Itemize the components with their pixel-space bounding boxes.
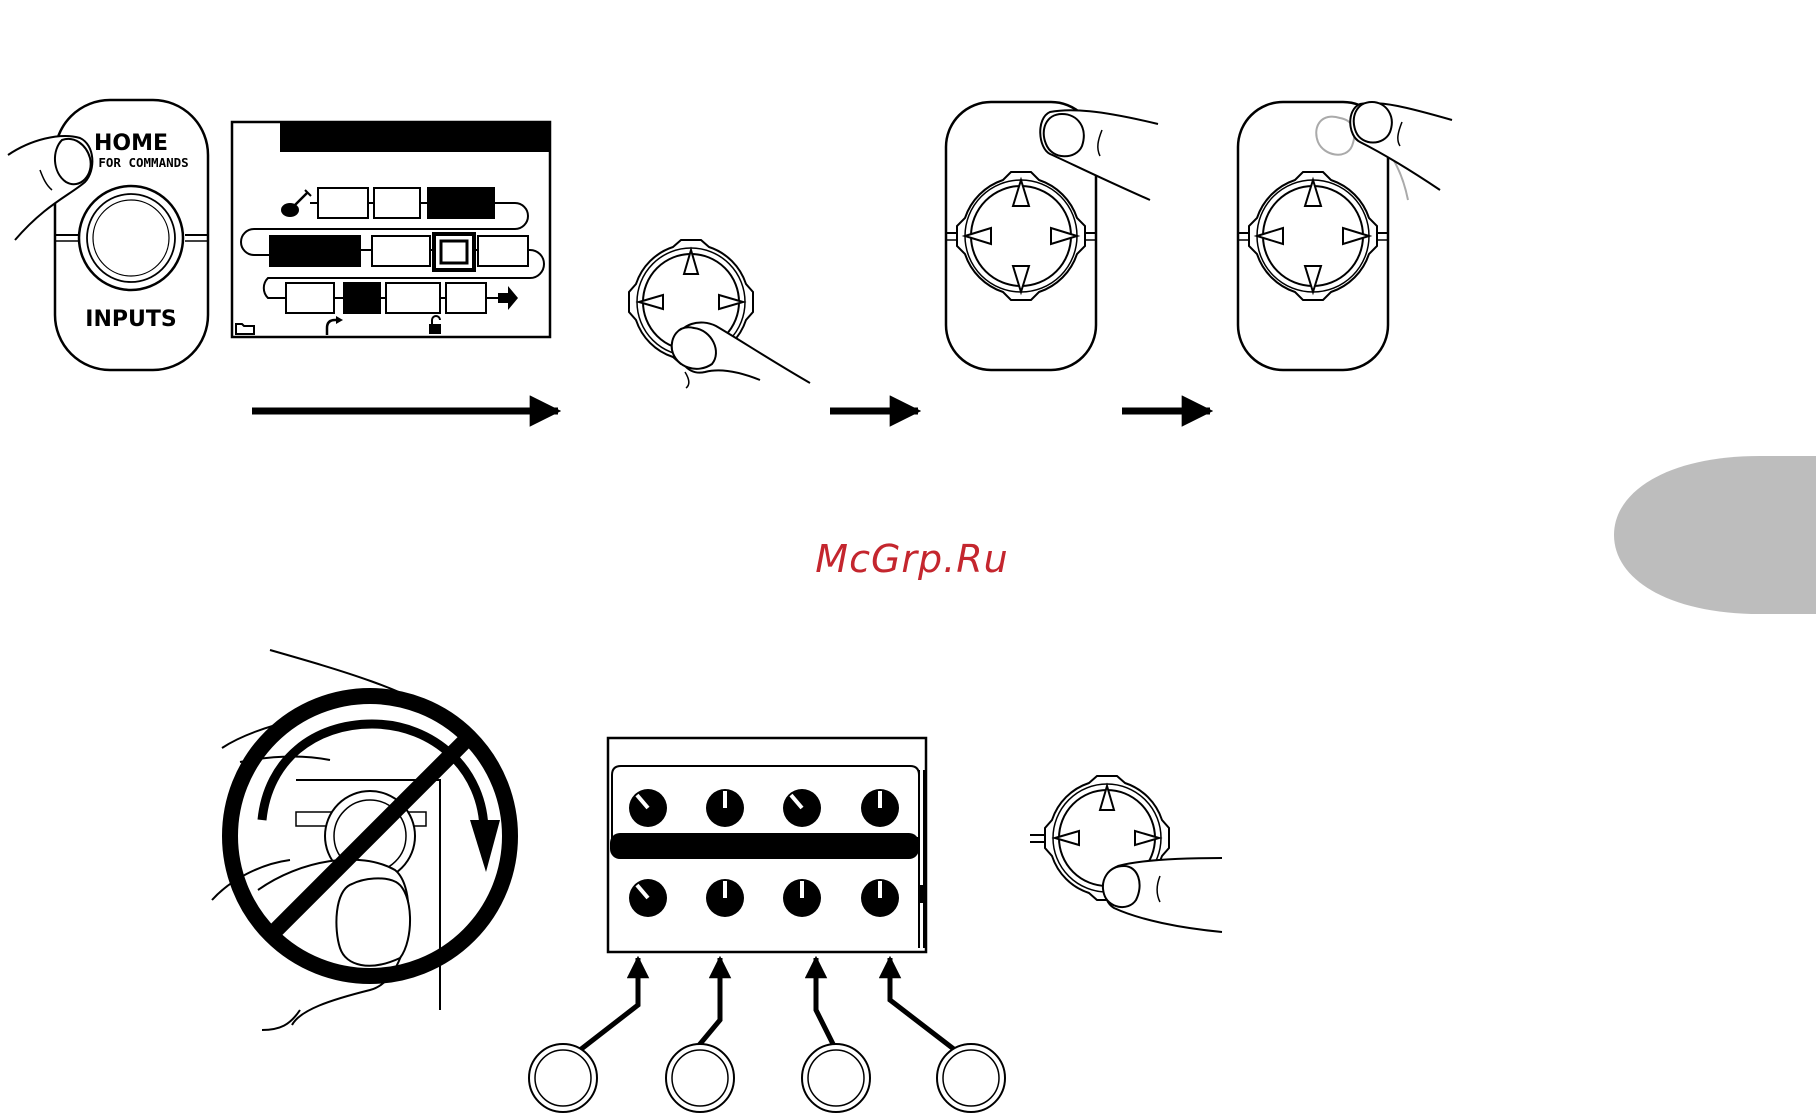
chain-block-selected[interactable] (428, 188, 494, 218)
chain-block[interactable] (286, 283, 334, 313)
lcd-title-bar (280, 122, 550, 152)
chain-block[interactable] (318, 188, 368, 218)
nav-pad-press[interactable] (629, 240, 810, 388)
encoder-knob-icon[interactable] (802, 1044, 870, 1112)
encoder-knob-icon[interactable] (937, 1044, 1005, 1112)
home-inputs-button-panel: HOME D FOR COMMANDS INPUTS (8, 100, 208, 370)
nav-pad-panel-up (946, 102, 1158, 370)
nav-pad-panel-release (1238, 102, 1452, 370)
home-knob-icon[interactable] (79, 186, 183, 290)
lcd-screen (232, 122, 550, 337)
prohibited-rotate-illustration (212, 650, 510, 1030)
chain-block[interactable] (386, 283, 440, 313)
encoder-knob-icon[interactable] (666, 1044, 734, 1112)
home-title: HOME (94, 131, 168, 156)
encoder-pointer-arrows (580, 958, 955, 1050)
parameter-knob-icon[interactable] (783, 879, 821, 917)
chain-block[interactable] (478, 236, 528, 266)
chain-block[interactable] (372, 236, 430, 266)
parameter-knob-icon[interactable] (861, 879, 899, 917)
chapter-tab (1614, 456, 1816, 614)
parameter-knob-icon[interactable] (629, 879, 667, 917)
parameter-knob-icon[interactable] (629, 789, 667, 827)
nav-pad-press-down[interactable] (1030, 776, 1222, 932)
encoder-row (529, 1044, 1005, 1112)
parameter-knob-icon[interactable] (861, 789, 899, 827)
home-subtitle: D FOR COMMANDS (83, 155, 188, 170)
parameter-knob-icon[interactable] (706, 789, 744, 827)
chain-block[interactable] (374, 188, 420, 218)
chain-block[interactable] (446, 283, 486, 313)
inputs-label: INPUTS (85, 307, 176, 332)
parameter-knob-icon[interactable] (783, 789, 821, 827)
watermark: McGrp.Ru (815, 537, 1008, 581)
encoder-knob-icon[interactable] (529, 1044, 597, 1112)
knob-display-panel (608, 738, 926, 952)
knob-divider-bar (610, 833, 919, 859)
parameter-knob-icon[interactable] (706, 879, 744, 917)
chain-block-selected[interactable] (270, 236, 360, 266)
chain-block-selected[interactable] (344, 283, 380, 313)
